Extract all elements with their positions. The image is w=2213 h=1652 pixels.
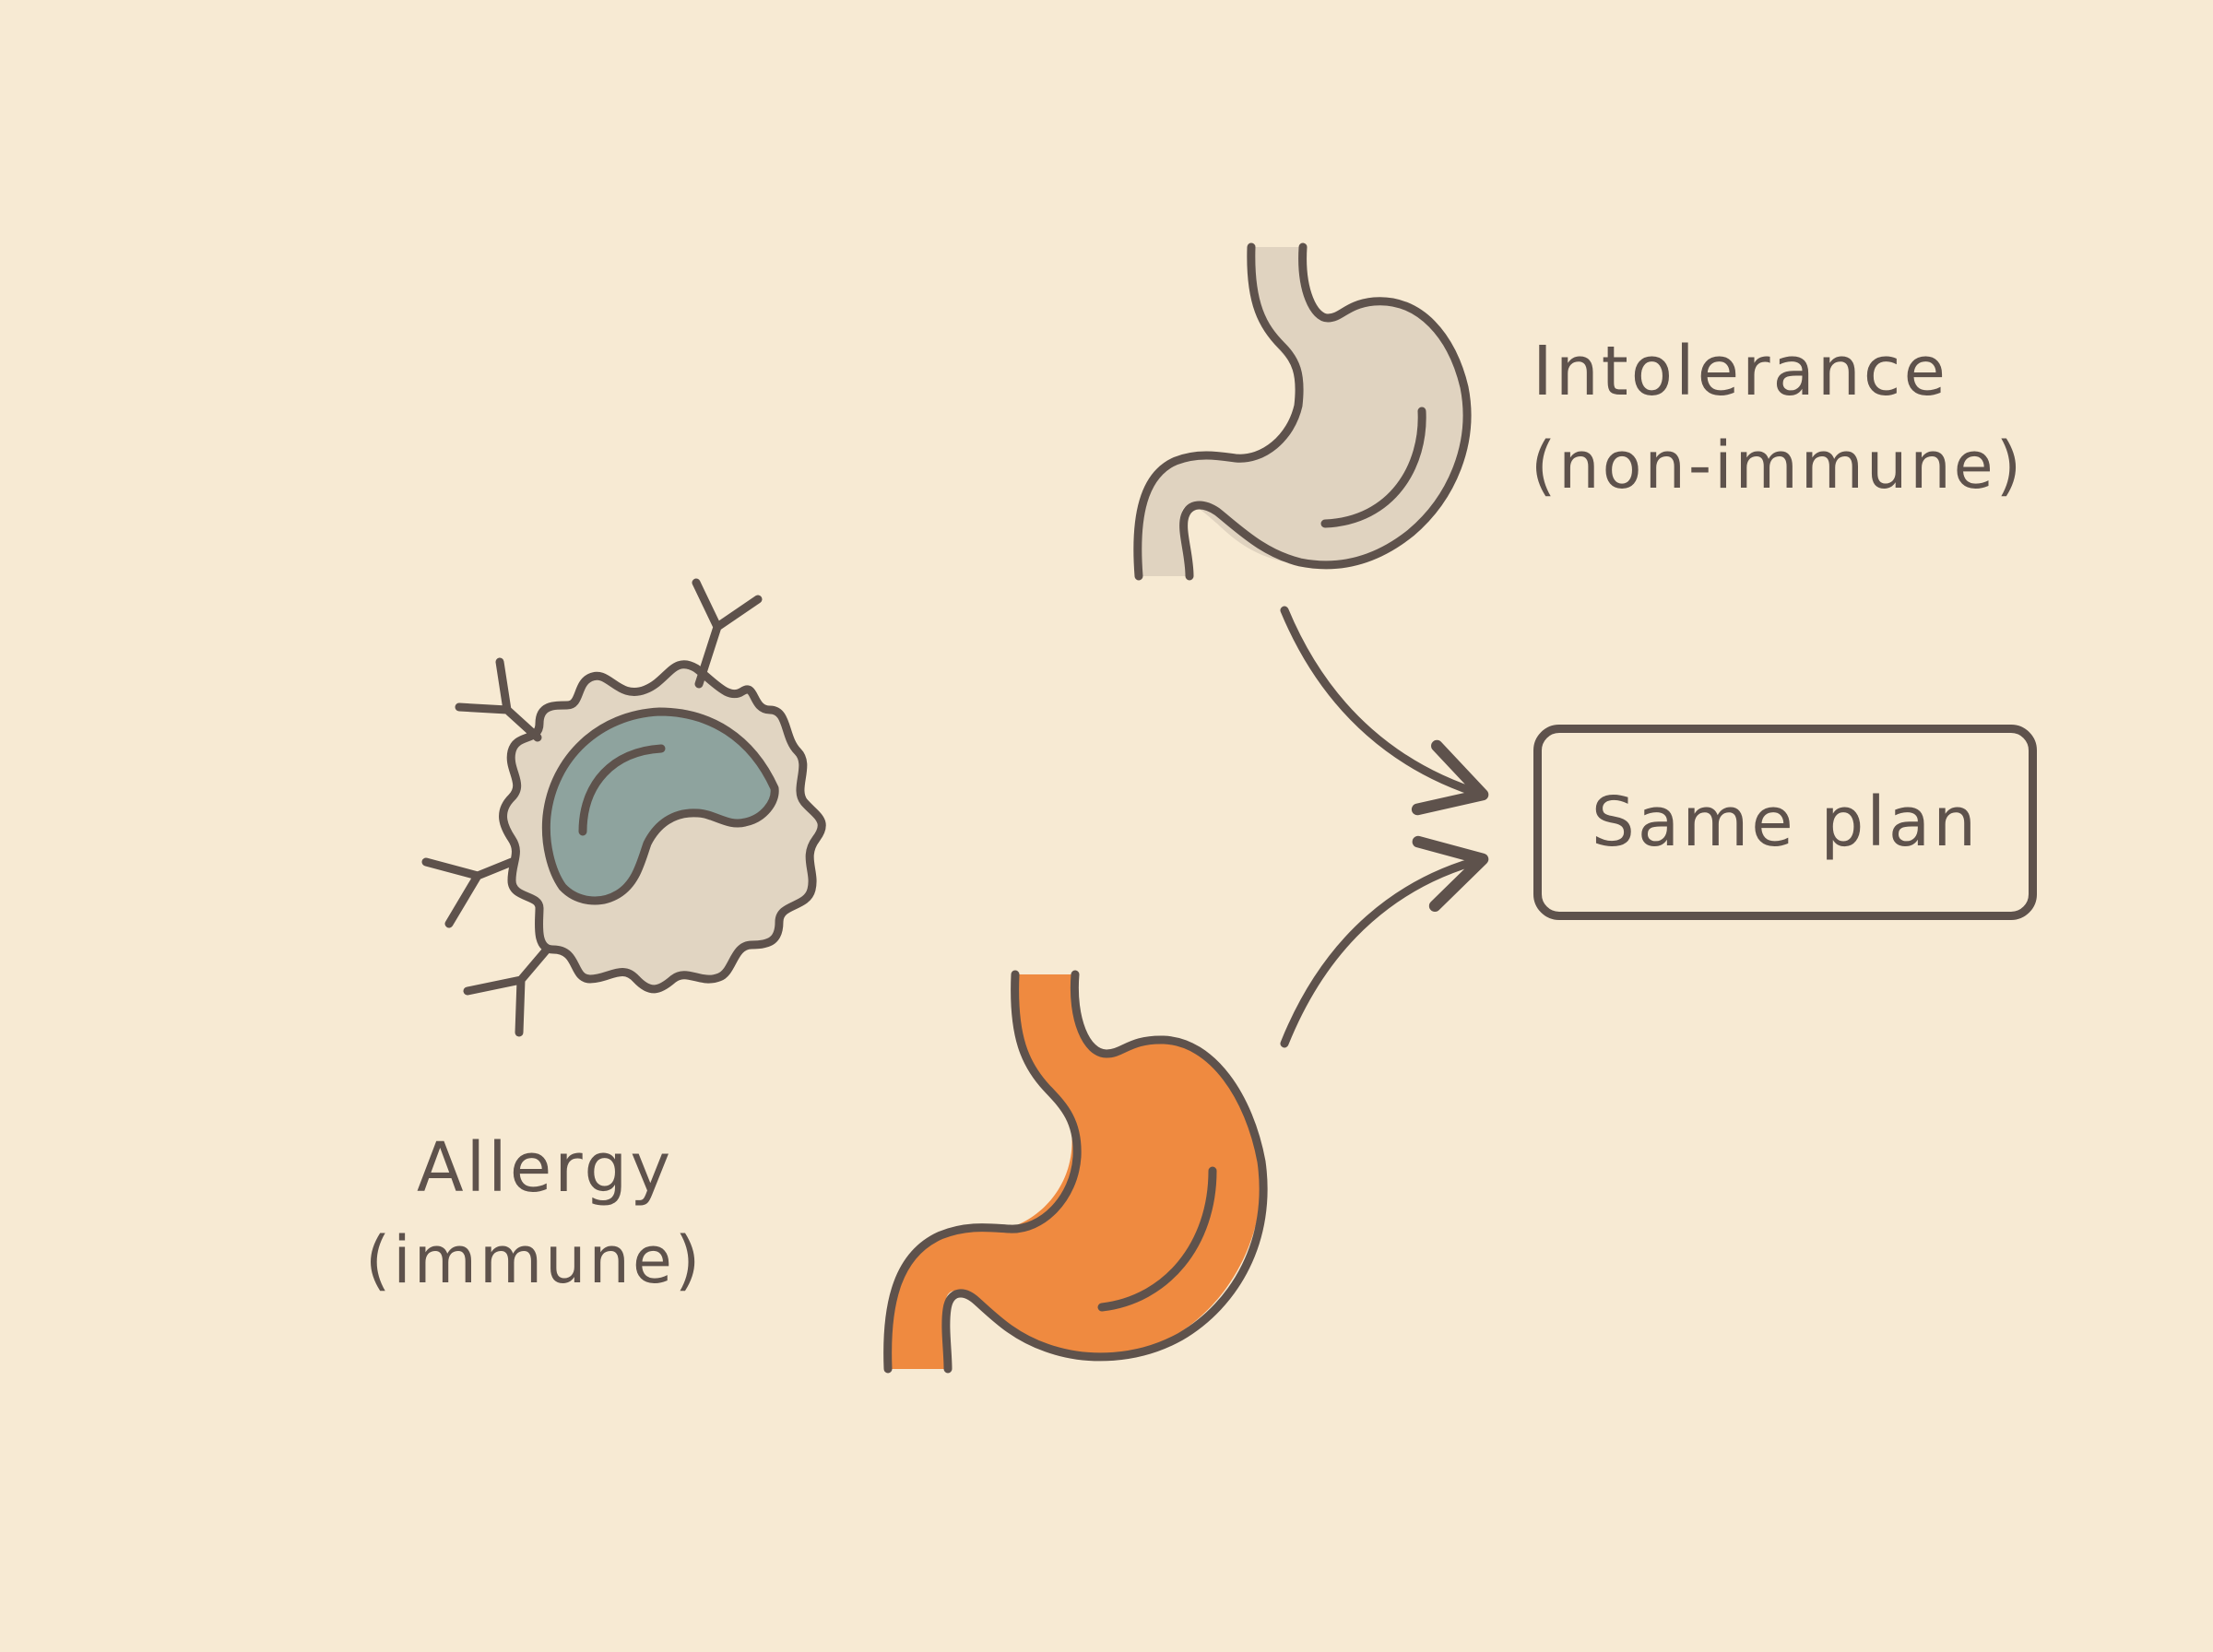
stomach-icon-intolerance bbox=[1133, 242, 1472, 581]
intolerance-subtitle: (non-immune) bbox=[1531, 428, 2025, 503]
allergy-subtitle: (immune) bbox=[365, 1222, 704, 1298]
arrow-intolerance-to-plan bbox=[1280, 606, 1489, 816]
intolerance-title: Intolerance bbox=[1533, 332, 1948, 411]
immune-cell-icon bbox=[421, 578, 826, 1037]
allergy-title: Allergy bbox=[417, 1128, 674, 1208]
stomach-icon-allergy bbox=[883, 970, 1268, 1374]
same-plan-label: Same plan bbox=[1591, 783, 1980, 862]
same-plan-box: Same plan bbox=[1533, 725, 2037, 920]
arrow-allergy-to-plan bbox=[1280, 835, 1489, 1048]
